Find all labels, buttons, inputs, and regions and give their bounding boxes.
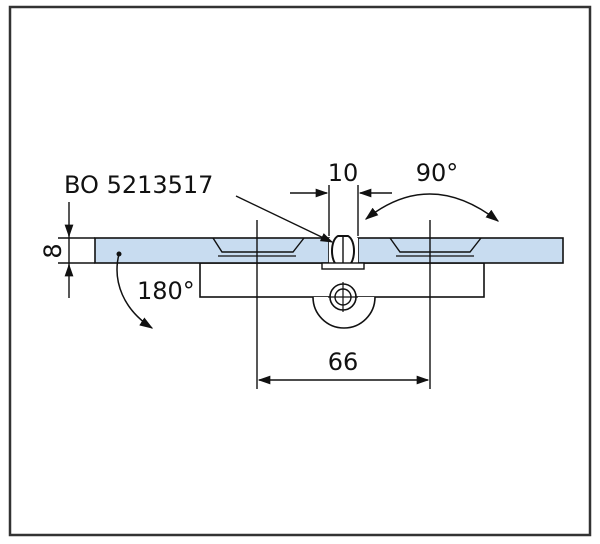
swing-angle-arc	[116, 253, 154, 329]
part-number-label: BO 5213517	[64, 171, 213, 199]
gap-width-label: 10	[328, 159, 359, 187]
part-number-leader	[235, 195, 334, 243]
countersink-right	[389, 237, 482, 253]
hole-spacing-label: 66	[328, 348, 359, 376]
glass-panel-right	[357, 237, 564, 264]
thickness-label: 8	[39, 243, 67, 258]
hinge-knuckle	[312, 296, 376, 329]
opening-angle-label: 90°	[416, 159, 459, 187]
opening-angle-arc	[364, 193, 500, 222]
swing-angle-label: 180°	[137, 277, 195, 305]
glass-panel-left	[94, 237, 330, 264]
seal-base	[321, 262, 365, 270]
